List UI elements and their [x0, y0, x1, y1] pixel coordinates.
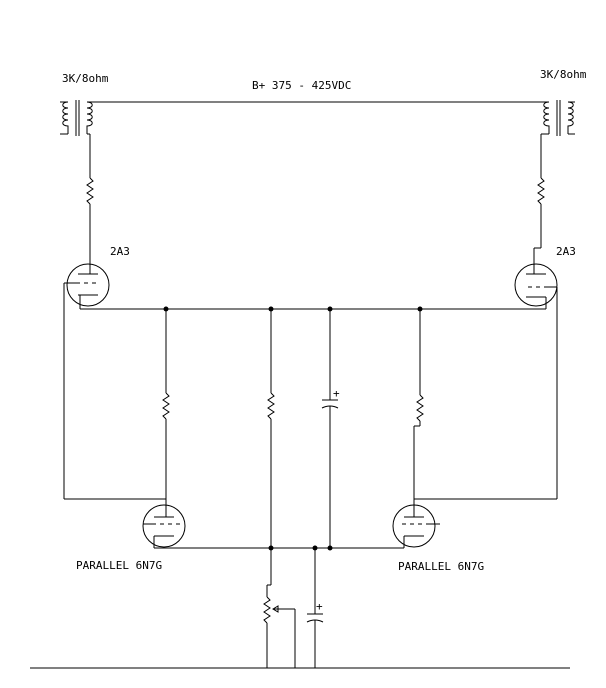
right-output-transformer: [541, 100, 575, 136]
right-6n7g-tube: [392, 504, 440, 548]
center-bypass-capacitor: +: [321, 309, 340, 548]
left-driver-load-resistor: [162, 392, 170, 420]
supply-voltage-label: B+ 375 - 425VDC: [252, 79, 351, 92]
right-driver-load-resistor: [416, 394, 424, 422]
right-output-tube-label: 2A3: [556, 245, 576, 258]
left-plate-resistor: [86, 177, 94, 205]
left-transformer-label: 3K/8ohm: [62, 72, 109, 85]
svg-text:+: +: [316, 600, 323, 613]
svg-text:+: +: [333, 387, 340, 400]
right-driver-label: PARALLEL 6N7G: [398, 560, 484, 573]
cathode-potentiometer: [263, 548, 296, 668]
left-6n7g-tube: [142, 504, 186, 548]
cathode-bypass-capacitor: +: [306, 548, 324, 668]
right-plate-resistor: [537, 177, 545, 205]
center-bias-resistor: [267, 392, 275, 420]
left-output-transformer: [60, 100, 93, 136]
left-2a3-tube: [66, 263, 110, 309]
left-output-tube-label: 2A3: [110, 245, 130, 258]
right-transformer-label: 3K/8ohm: [540, 68, 587, 81]
right-2a3-tube: [514, 263, 558, 309]
left-driver-label: PARALLEL 6N7G: [76, 559, 162, 572]
